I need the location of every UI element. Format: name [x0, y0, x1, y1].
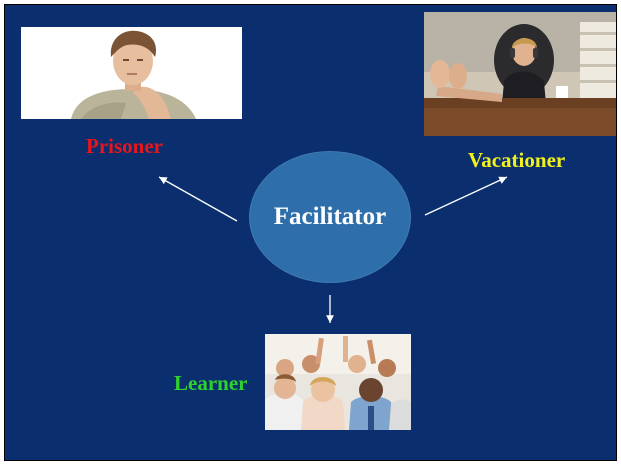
slide: Facilitator Prisoner Vacationer Learner — [4, 4, 617, 461]
learner-label: Learner — [174, 371, 248, 395]
arrow-to-vacationer — [424, 176, 508, 216]
feet-on-desk-photo — [424, 12, 616, 136]
arrow-to-prisoner — [158, 176, 238, 222]
arrows-layer — [158, 176, 508, 323]
bored-student-photo — [21, 27, 242, 119]
facilitator-label: Facilitator — [273, 203, 387, 230]
facilitator-hub: Facilitator — [249, 151, 411, 283]
vacationer-label: Vacationer — [468, 148, 566, 172]
raised-hands-audience-photo — [265, 334, 411, 430]
prisoner-label: Prisoner — [86, 134, 163, 158]
